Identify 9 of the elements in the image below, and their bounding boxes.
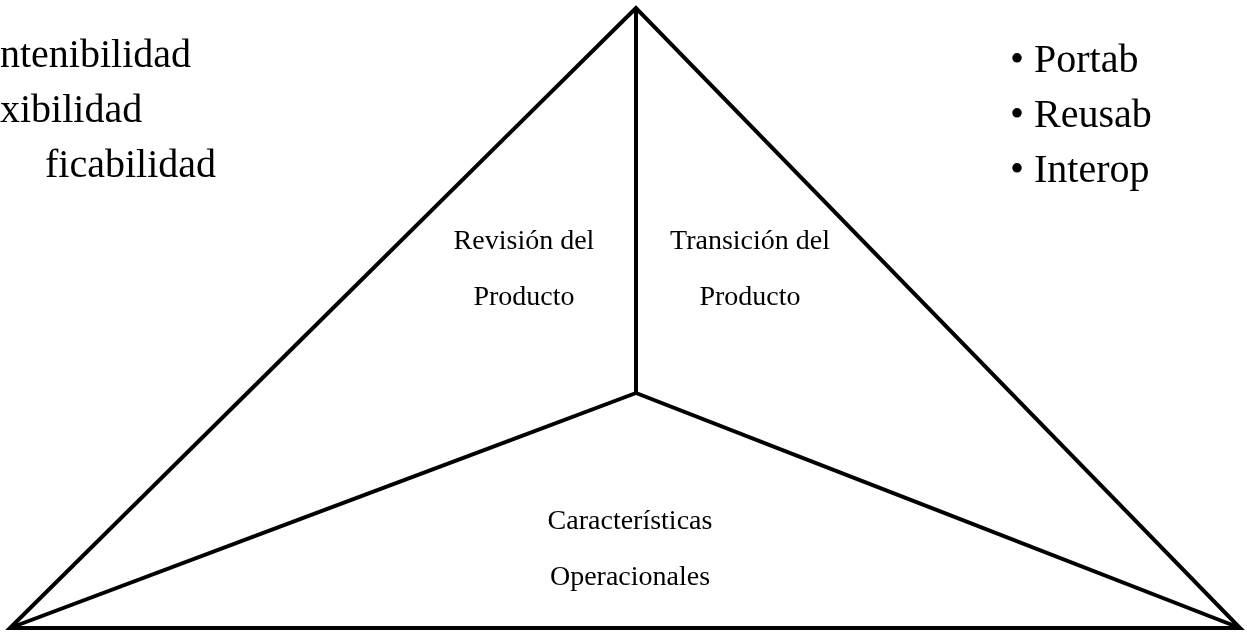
quality-factor-text: • Interop xyxy=(1010,145,1150,193)
quality-factor-text: • Portab xyxy=(1010,35,1139,83)
quality-factor-text: • Reusab xyxy=(1010,90,1152,138)
region-label: Revisión del Producto xyxy=(452,223,596,313)
region-label: Transición del Producto xyxy=(670,223,830,313)
region-label: Características Operacionales xyxy=(546,503,714,593)
quality-factor-text: ficabilidad xyxy=(45,140,217,188)
quality-factor-text: xibilidad xyxy=(0,85,143,133)
quality-factor-text: ntenibilidad xyxy=(0,30,192,78)
